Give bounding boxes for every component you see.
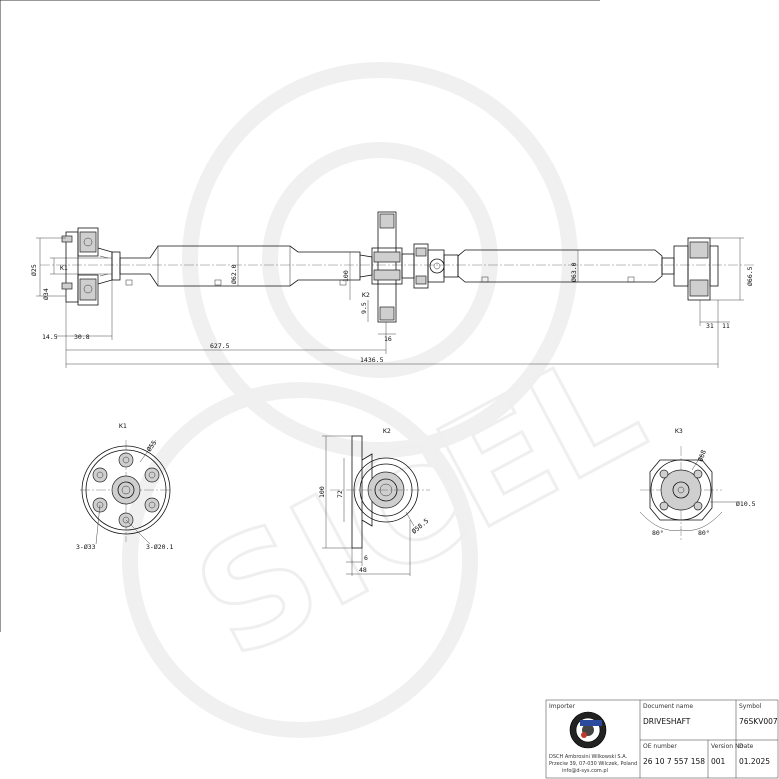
company-line-1: DSCH Ambrosini Wilkowski S.A. xyxy=(549,754,628,760)
date-value: 01.2025 xyxy=(739,757,770,766)
dim-left-flange: Ø34 xyxy=(42,288,50,300)
watermark-logo: SICEL xyxy=(122,62,670,738)
universal-joint xyxy=(413,243,459,289)
doc-name-label: Document name xyxy=(643,703,693,710)
detail-k1-title: K1 xyxy=(119,422,127,430)
oe-label: OE number xyxy=(643,743,677,750)
version-label: Version No xyxy=(711,743,743,750)
detail-k3: K3 Ø68 Ø10.5 80° 80° xyxy=(639,427,756,540)
dimension-lines xyxy=(36,237,744,368)
detail-k2-title: K2 xyxy=(383,427,391,435)
detail-k2-base-width: 48 xyxy=(359,566,367,574)
symbol-value: 76SKV007 xyxy=(739,717,778,726)
dim-tube-rear: Ø63.0 xyxy=(570,262,578,282)
dim-1436: 1436.5 xyxy=(360,356,384,364)
left-flange xyxy=(61,227,121,306)
detail-k1-holes-a: 3-Ø33 xyxy=(76,543,96,551)
dim-left-offset: 14.5 xyxy=(42,333,58,341)
doc-name-value: DRIVESHAFT xyxy=(643,717,691,726)
dim-bearing-width: 16 xyxy=(384,335,392,343)
label-k1: K1 xyxy=(60,264,68,272)
symbol-label: Symbol xyxy=(739,703,762,710)
shaft-side-view: Ø25 Ø34 K1 14.5 30.8 627.5 1436.5 Ø62.0 … xyxy=(30,211,755,368)
detail-k2-inner-height: 72 xyxy=(336,490,344,498)
detail-k3-dia-b: Ø10.5 xyxy=(736,500,756,508)
detail-k1-bolt-dia: Ø55 xyxy=(145,439,158,453)
dim-tube-front: Ø62.0 xyxy=(230,264,238,284)
svg-text:SICEL: SICEL xyxy=(170,318,668,693)
dim-right-dia: Ø66.5 xyxy=(746,266,754,286)
oe-value: 26 10 7 557 158 xyxy=(643,757,705,766)
detail-k1: K1 Ø55 3-Ø33 3-Ø20.1 xyxy=(76,422,173,551)
company-logo xyxy=(569,711,607,749)
detail-k3-angle-a: 80° xyxy=(652,529,664,537)
sheet-border xyxy=(0,0,600,632)
center-bearing xyxy=(371,211,415,323)
dim-bearing-height: 100 xyxy=(342,270,350,282)
company-line-3: info@d-sys.com.pl xyxy=(562,768,608,774)
version-value: 001 xyxy=(711,757,726,766)
right-flange xyxy=(673,237,719,301)
dim-left-small: Ø25 xyxy=(30,264,38,276)
detail-k3-dia-a: Ø68 xyxy=(696,449,708,463)
detail-k2-small-width: 6 xyxy=(364,554,368,562)
detail-k3-angle-b: 80° xyxy=(698,529,710,537)
dim-627: 627.5 xyxy=(210,342,230,350)
detail-k1-holes-b: 3-Ø20.1 xyxy=(146,543,173,551)
dim-bearing-small: 9.5 xyxy=(360,302,368,314)
dim-left-width: 30.8 xyxy=(74,333,90,341)
title-block: Importer DSCH Ambrosini Wilkowski S.A. P… xyxy=(545,699,779,779)
importer-label: Importer xyxy=(549,703,576,710)
label-k2: K2 xyxy=(362,291,370,299)
dim-right-width2: 11 xyxy=(722,322,730,330)
detail-k3-title: K3 xyxy=(675,427,683,435)
detail-k2-outer-height: 100 xyxy=(318,486,326,498)
company-line-2: Przeciw 39, 07-030 Wilczek, Poland xyxy=(549,761,637,767)
date-label: Date xyxy=(739,743,754,750)
tube-front xyxy=(119,245,373,287)
dim-right-width: 31 xyxy=(706,322,714,330)
